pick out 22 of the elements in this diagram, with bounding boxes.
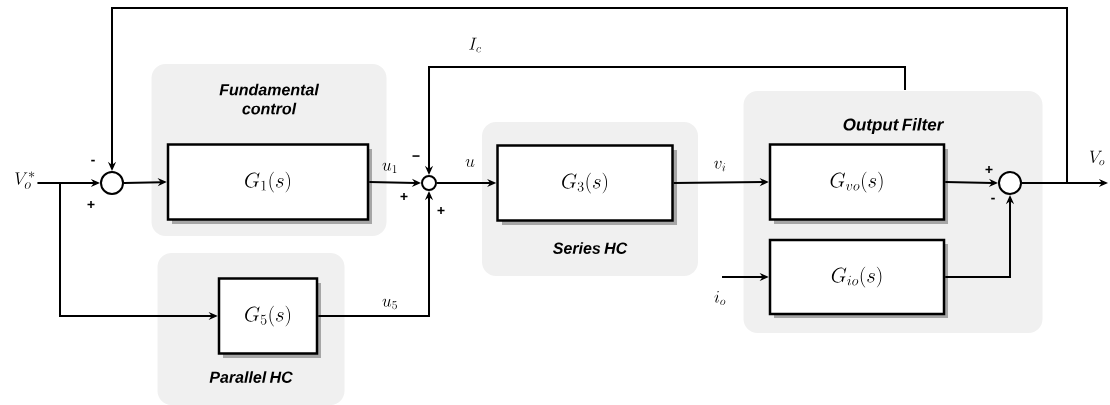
edge-label: $I_c$ [469, 37, 481, 53]
block-box: $G_1(s)$ [166, 143, 372, 224]
sign-label: + [87, 200, 95, 208]
signal-label: $V_o^*$ [15, 171, 35, 189]
edge-label: $u$ [465, 159, 475, 167]
edge-label: $u_5$ [382, 298, 397, 310]
summing-junction [421, 175, 437, 191]
edge-label: $v_i$ [714, 160, 726, 172]
edge-label: $u_1$ [382, 162, 397, 173]
edge-label: $i_o$ [714, 291, 726, 306]
sign-label: - [91, 159, 95, 162]
block-box: $G_{io}(s)$ [768, 238, 948, 318]
sign-label: − [412, 155, 420, 157]
sign-label: - [991, 197, 995, 200]
block-box: $G_3(s)$ [496, 144, 677, 225]
edge-label: $V_o$ [1089, 150, 1105, 166]
sign-label: + [437, 206, 445, 214]
block-box: $G_{vo}(s)$ [768, 143, 948, 224]
block-box: $G_5(s)$ [217, 277, 321, 358]
summing-junction [100, 171, 124, 195]
sign-label: + [400, 192, 408, 200]
sign-label: + [985, 165, 993, 173]
